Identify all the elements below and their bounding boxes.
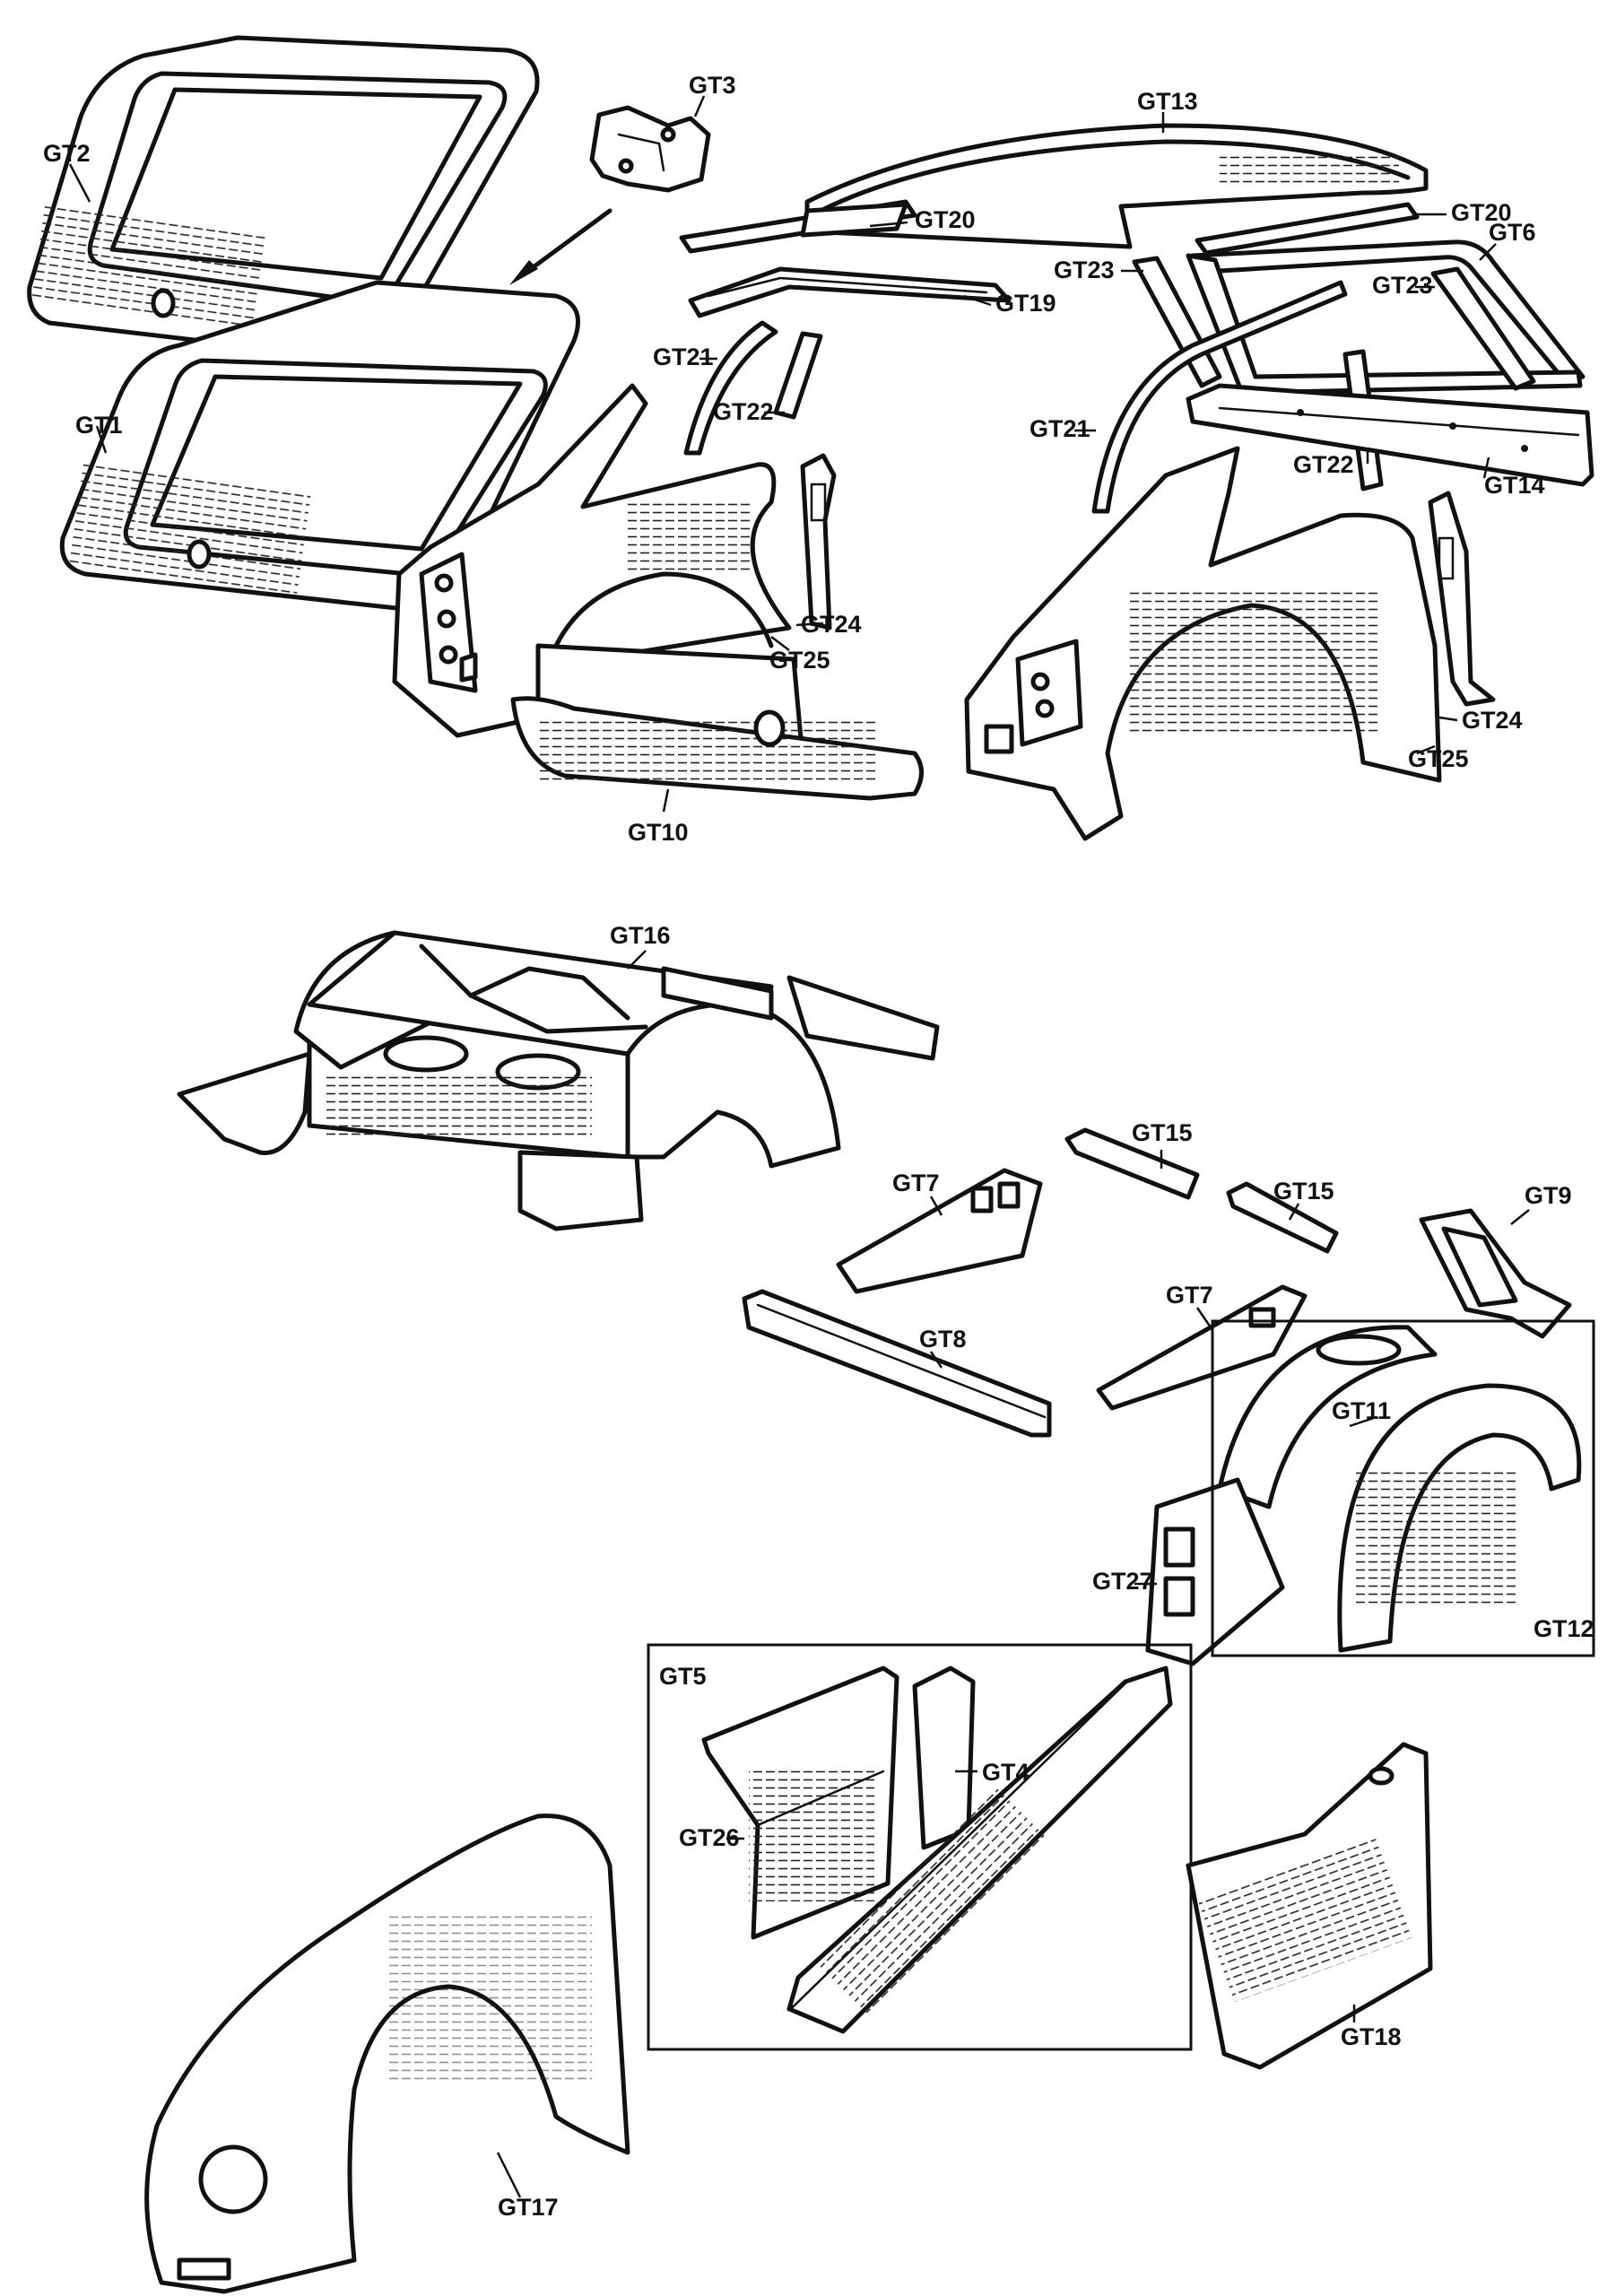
callout-gt5: GT5 (659, 1663, 707, 1690)
outer-sill (786, 1665, 1173, 2034)
callout-gt23-right: GT23 (1372, 272, 1433, 299)
callout-gt14: GT14 (1484, 472, 1545, 499)
callout-gt10: GT10 (628, 819, 689, 846)
callout-gt12: GT12 (1533, 1615, 1594, 1642)
callout-gt20-right: GT20 (1451, 199, 1512, 226)
callout-gt15-lower: GT15 (1273, 1178, 1334, 1205)
wheel-arch-group-frame (1211, 1319, 1595, 1657)
rear-quarter-panel-left (392, 383, 792, 738)
floor-bracket-right (1096, 1284, 1308, 1411)
callout-gt18: GT18 (1341, 2023, 1402, 2050)
wheel-arch-outer (1337, 1383, 1582, 1653)
callout-gt16: GT16 (610, 922, 671, 949)
callout-gt21-right: GT21 (1030, 415, 1090, 442)
sill-group-frame (647, 1643, 1193, 2051)
roof-side-rail-right (1195, 202, 1420, 256)
rear-floor-assembly (177, 930, 940, 1231)
rear-cross-panel (1186, 383, 1594, 487)
callout-gt25-left: GT25 (769, 647, 830, 674)
roof-panel (804, 123, 1429, 249)
sill-closing-panel (912, 1665, 976, 1850)
front-wing (144, 1813, 630, 2294)
cross-member-lower (1226, 1181, 1339, 1254)
door-frame-right (1091, 280, 1348, 514)
leader-lines (68, 95, 1530, 2198)
tailgate-frame-panel (59, 280, 580, 613)
callout-gt24-right: GT24 (1462, 707, 1523, 734)
floor-longitudinal-beam (742, 1289, 1052, 1438)
c-pillar-inner-right (1428, 491, 1496, 707)
callout-gt22-right: GT22 (1293, 451, 1354, 478)
tailgate-outer-panel (27, 35, 540, 362)
callout-gt13: GT13 (1137, 88, 1198, 115)
wheel-arch-support-bracket (1145, 1477, 1285, 1666)
callout-gt17: GT17 (498, 2194, 559, 2221)
callout-gt2: GT2 (43, 140, 91, 167)
callout-gt20-left: GT20 (915, 206, 976, 233)
callout-gt3: GT3 (689, 72, 736, 99)
callout-gt26: GT26 (679, 1824, 740, 1851)
callout-gt22-left: GT22 (713, 398, 774, 425)
rear-pillar-bracket (1419, 1208, 1572, 1339)
callout-gt15-upper: GT15 (1132, 1119, 1193, 1146)
b-pillar-right (1430, 266, 1536, 391)
callout-gt19: GT19 (995, 290, 1056, 317)
callout-gt6: GT6 (1489, 219, 1536, 246)
callout-gt11: GT11 (1332, 1397, 1391, 1424)
c-pillar-inner-left (800, 453, 837, 631)
rear-quarter-panel-right (964, 446, 1442, 841)
hinge-bracket (509, 105, 711, 285)
callout-gt25-right: GT25 (1408, 745, 1469, 772)
rear-valance (510, 643, 924, 801)
callout-gt7-upper: GT7 (892, 1170, 940, 1196)
roof-side-rail-left (679, 199, 917, 254)
inner-sill-panel (701, 1665, 899, 1940)
callout-gt21-left: GT21 (653, 344, 714, 370)
door-frame-left (683, 320, 778, 456)
callout-gt24-left: GT24 (801, 611, 862, 638)
wheel-arch-inner (1217, 1325, 1438, 1509)
cross-member-upper (1064, 1127, 1200, 1200)
header-rail (688, 266, 1012, 318)
callout-gt1: GT1 (75, 412, 123, 439)
door-skin (1186, 1742, 1433, 2070)
callout-gt7-lower: GT7 (1166, 1282, 1213, 1309)
callout-gt4: GT4 (982, 1759, 1030, 1786)
callout-gt23-left: GT23 (1054, 257, 1115, 283)
callout-gt8: GT8 (919, 1326, 967, 1352)
floor-bracket-left (836, 1168, 1043, 1294)
stiffener-left (773, 331, 823, 420)
callout-gt9: GT9 (1525, 1182, 1572, 1209)
callout-gt27: GT27 (1092, 1568, 1153, 1595)
